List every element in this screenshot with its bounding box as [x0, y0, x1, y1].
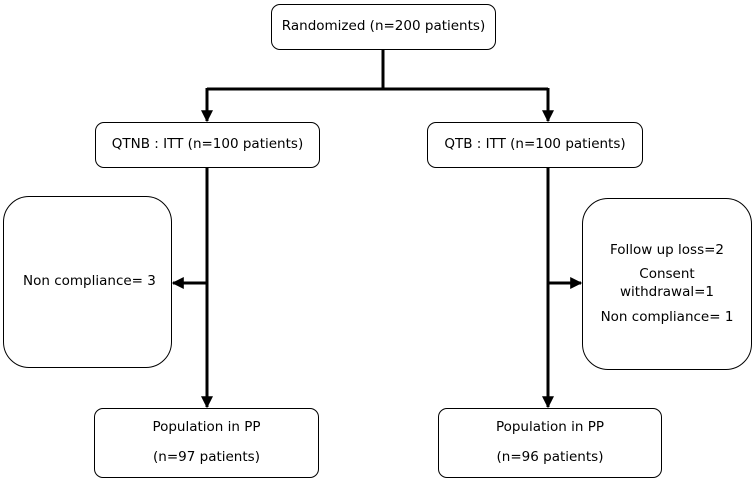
left-non-compliance-label: Non compliance= 3 [23, 273, 156, 290]
qtb-itt-box: QTB : ITT (n=100 patients) [427, 122, 643, 168]
pp-left-box: Population in PP (n=97 patients) [94, 408, 319, 478]
pp-right-label: Population in PP [495, 419, 605, 436]
pp-right-count: (n=96 patients) [496, 449, 604, 465]
pp-left-count: (n=97 patients) [153, 449, 260, 465]
randomized-label: Randomized (n=200 patients) [281, 18, 486, 35]
pp-right-box: Population in PP (n=96 patients) [438, 408, 662, 478]
right-exclusion-box: Follow up loss=2 Consent withdrawal=1 No… [582, 198, 752, 370]
consent-withdrawal-label: Consent withdrawal=1 [620, 266, 714, 300]
qtnb-itt-box: QTNB : ITT (n=100 patients) [95, 122, 320, 168]
qtnb-itt-label: QTNB : ITT (n=100 patients) [111, 136, 304, 153]
left-exclusion-box: Non compliance= 3 [3, 196, 172, 368]
randomized-box: Randomized (n=200 patients) [271, 4, 496, 50]
pp-left-label: Population in PP [152, 419, 261, 436]
right-non-compliance-label: Non compliance= 1 [600, 308, 734, 325]
follow-up-loss-label: Follow up loss=2 [609, 241, 725, 258]
qtb-itt-label: QTB : ITT (n=100 patients) [444, 136, 626, 153]
